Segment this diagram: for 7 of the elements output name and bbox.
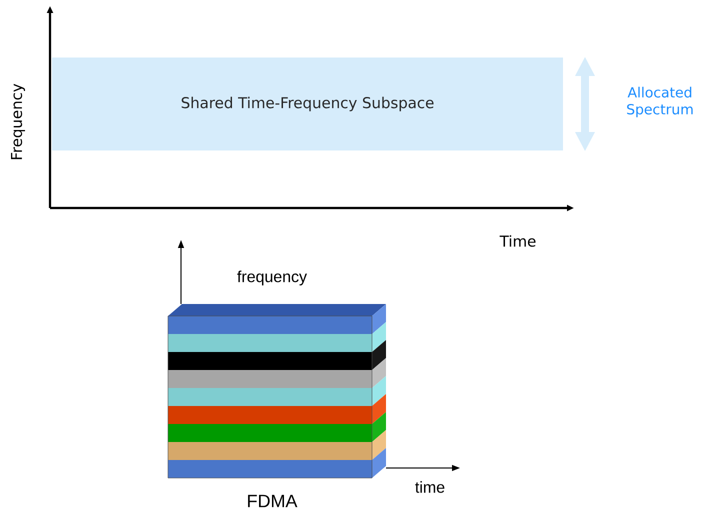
caption-text: FDMA: [248, 494, 298, 508]
annotation-text: Allocated Spectrum: [627, 86, 693, 118]
axis-label: frequency: [237, 270, 307, 286]
axis-label: Frequency: [11, 84, 25, 160]
shaded-band: Shared Time-Frequency Subspace: [52, 58, 563, 150]
axis-label: time: [415, 481, 444, 493]
axis-label: Time: [500, 235, 536, 247]
